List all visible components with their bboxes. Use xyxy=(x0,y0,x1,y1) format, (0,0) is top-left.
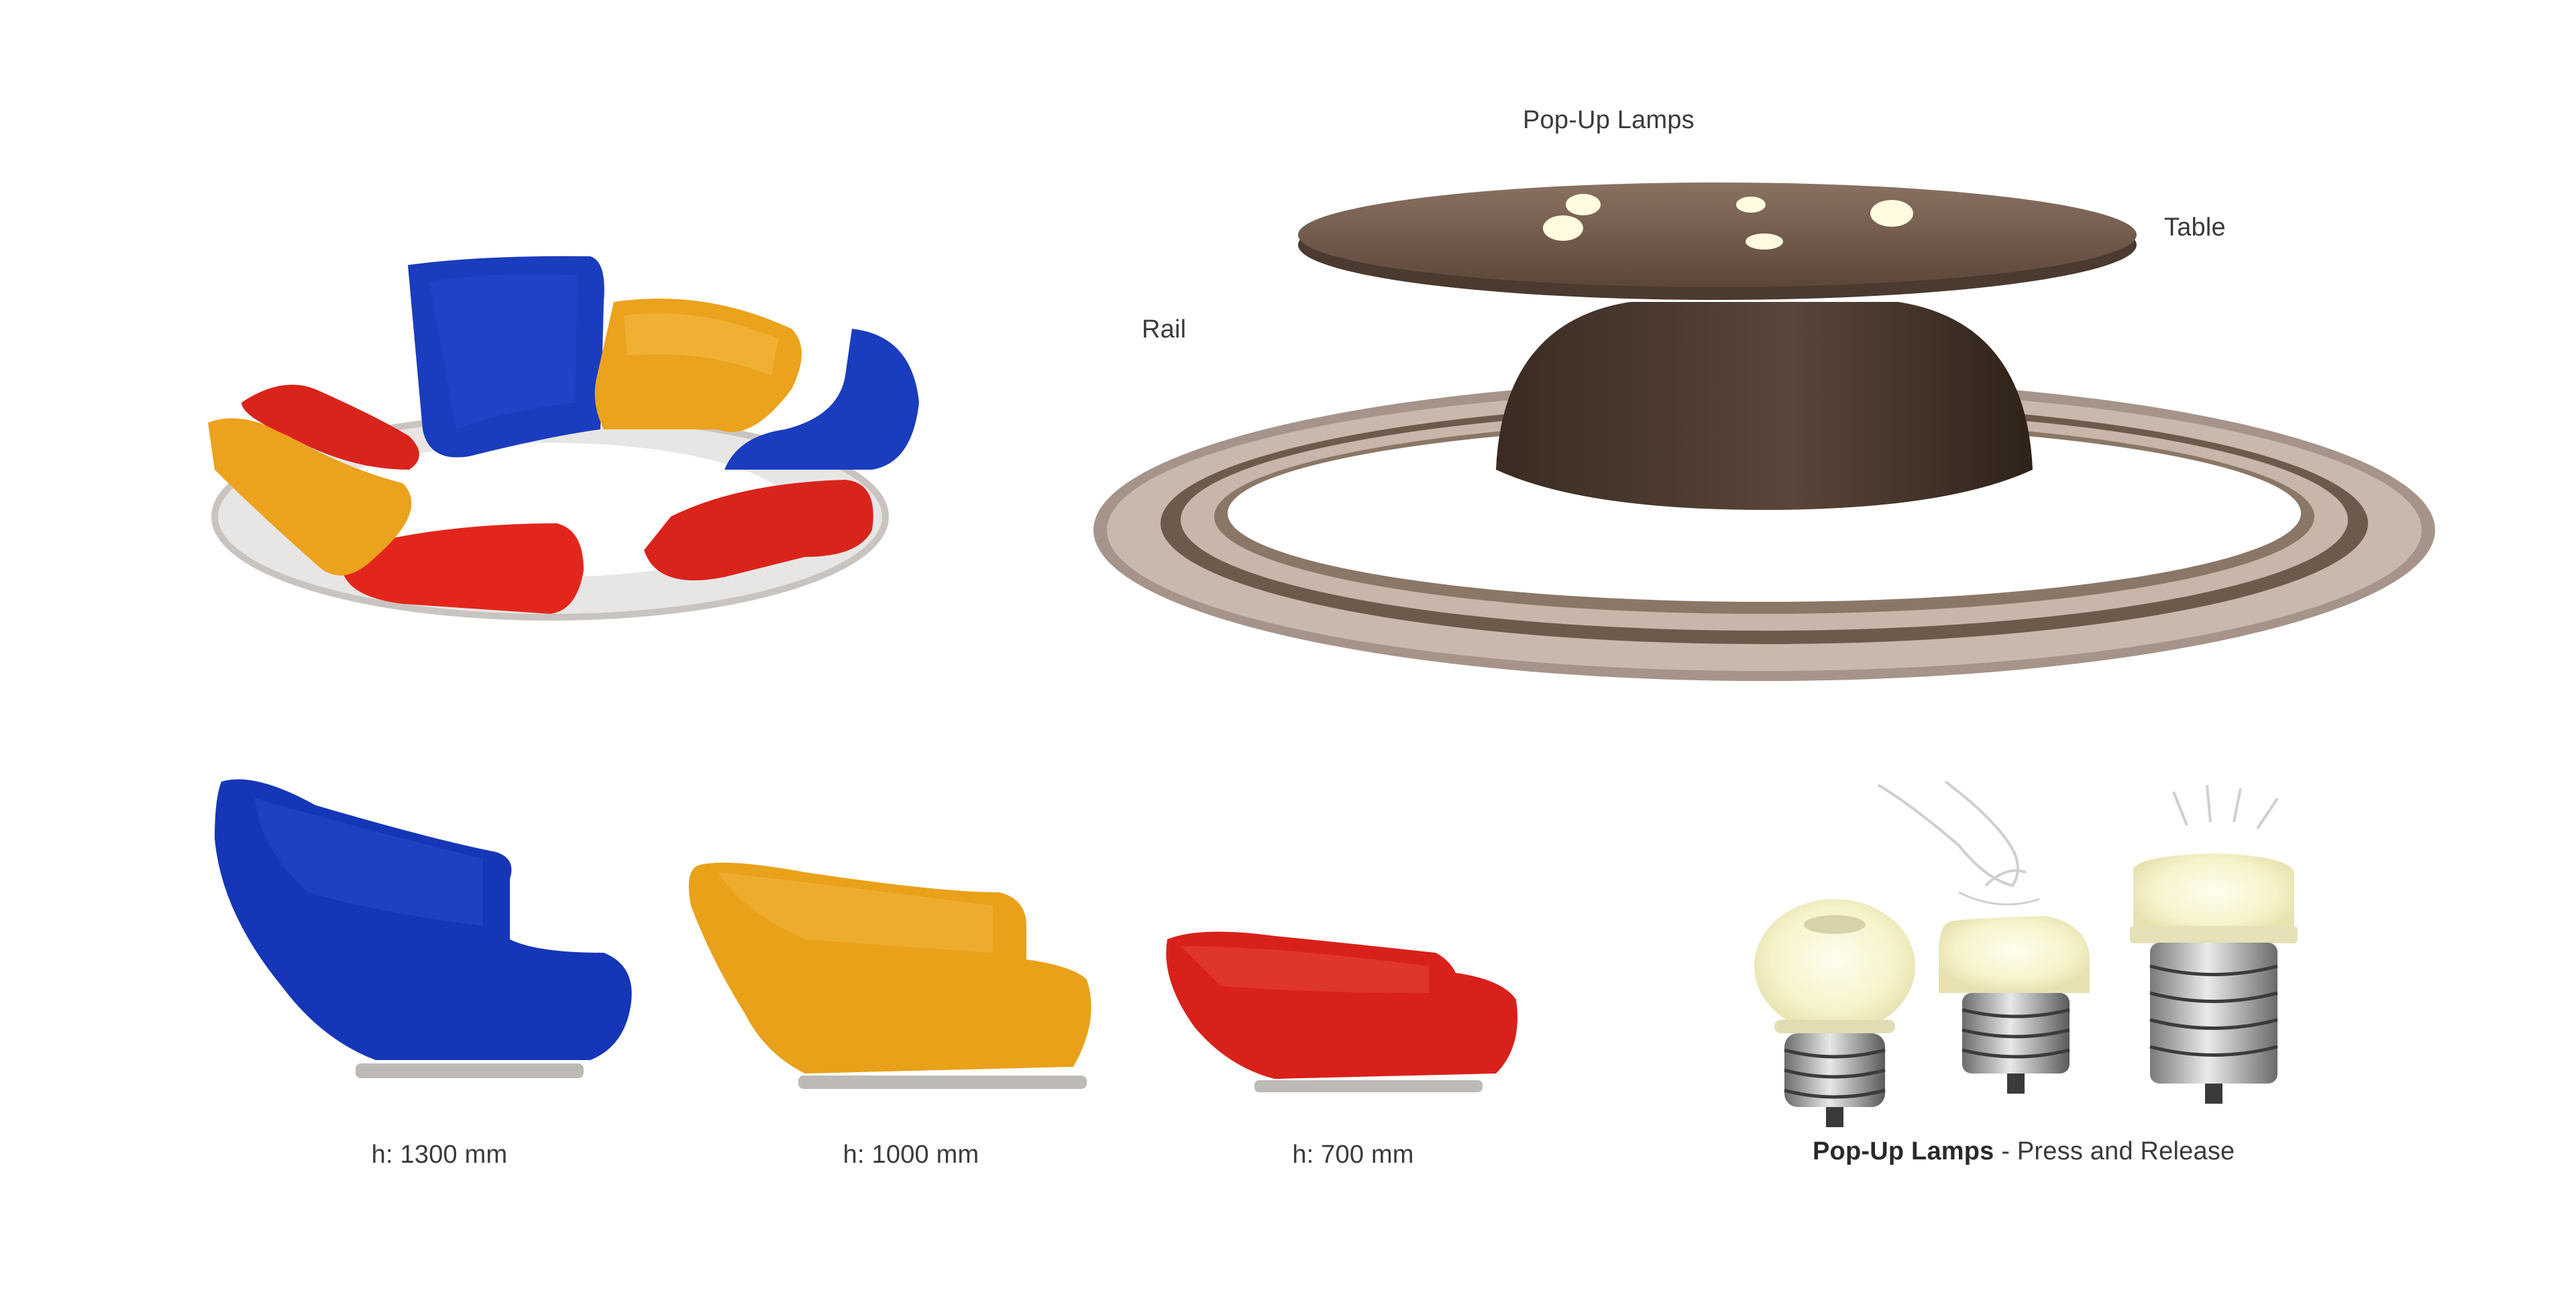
table-and-rail-render xyxy=(1093,182,2435,681)
seat-height-label-1000: h: 1000 mm xyxy=(843,1141,979,1169)
popup-lamps-label: Pop-Up Lamps xyxy=(1523,106,1695,134)
table-label: Table xyxy=(2164,213,2226,242)
seat-blue-1300 xyxy=(215,779,632,1078)
circular-seating-arrangement xyxy=(208,256,919,621)
seat-yellow-1000 xyxy=(688,862,1091,1089)
lamp-caption-subtitle: - Press and Release xyxy=(1994,1137,2235,1165)
lamp-caption-title: Pop-Up Lamps xyxy=(1813,1137,1994,1165)
rail-label: Rail xyxy=(1142,315,1187,344)
lamp-caption: Pop-Up Lamps - Press and Release xyxy=(1813,1137,2235,1166)
lamp-released xyxy=(2130,784,2298,1104)
lamp-closed xyxy=(1754,899,1915,1127)
lamp-pressed xyxy=(1877,780,2090,1094)
seat-height-label-1300: h: 1300 mm xyxy=(371,1141,508,1169)
popup-lamp-sequence xyxy=(1754,780,2298,1127)
seat-height-label-700: h: 700 mm xyxy=(1292,1141,1414,1169)
seat-red-700 xyxy=(1166,931,1517,1092)
